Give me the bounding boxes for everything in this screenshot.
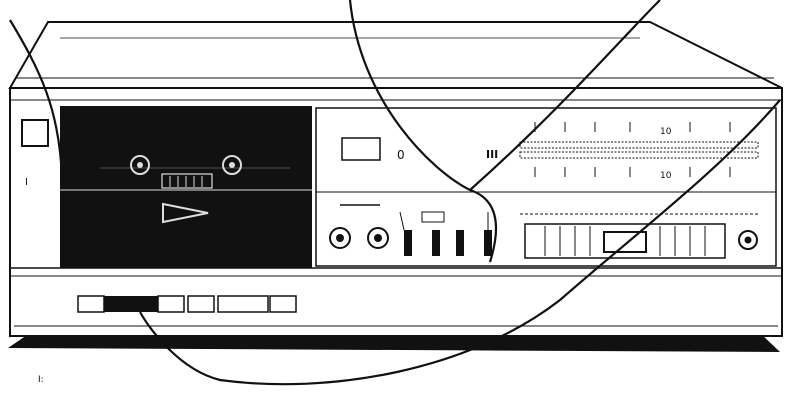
round-knob-icon[interactable] <box>367 227 389 249</box>
counter-display <box>341 137 381 161</box>
reel-hub-icon <box>222 155 242 175</box>
base-shadow <box>8 333 780 352</box>
slider-thumb[interactable] <box>603 231 647 253</box>
round-knob-icon[interactable] <box>329 227 351 249</box>
selector-switches[interactable] <box>399 211 492 256</box>
cables <box>9 0 781 386</box>
power-label: I <box>25 177 28 188</box>
reel-hub-icon <box>130 155 150 175</box>
counter-digit: 0 <box>397 148 405 162</box>
tape-window <box>161 173 213 189</box>
transport-buttons[interactable] <box>77 295 297 313</box>
meter-scale-bottom: 10 <box>660 171 672 181</box>
power-button[interactable] <box>21 119 49 147</box>
round-knob-icon[interactable] <box>738 230 758 250</box>
margin-mark: I: <box>38 375 44 385</box>
play-triangle-icon <box>162 202 209 224</box>
model-badge: III <box>486 148 498 161</box>
meter-scale-top: 10 <box>660 127 672 137</box>
